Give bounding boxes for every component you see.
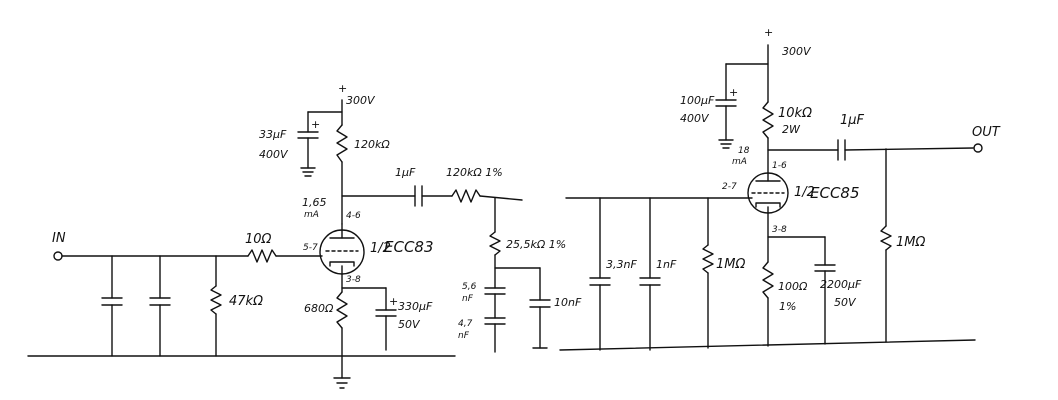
grid-stopper-label: 10Ω <box>245 232 272 247</box>
stage2-grid-resistor-label: 1MΩ <box>716 257 745 272</box>
stage2-grid-resistor <box>702 197 714 349</box>
input-terminal[interactable] <box>53 251 63 261</box>
network-series-resistor <box>451 189 523 203</box>
grid-stopper-resistor <box>247 249 323 263</box>
stage2-capacitor-d <box>589 197 611 351</box>
stage2-output-resistor-label: 1MΩ <box>896 235 925 250</box>
network-cap-b-value: 4,7 <box>458 319 473 329</box>
stage2-cathode-resistor-label: 100Ω <box>778 280 808 293</box>
network-shunt-resistor <box>489 197 501 289</box>
stage1-pins-plate: 4-6 <box>346 211 361 221</box>
stage1-cathode-capacitor <box>375 287 397 351</box>
network-cap-a-value: 5,6 <box>462 282 477 292</box>
stage1-cathode-cap-value: 330µF <box>398 300 433 313</box>
stage1-cathode-cap-plus: + <box>389 295 398 308</box>
stage2-plate-resistor-label: 10kΩ <box>778 106 812 121</box>
stage2-cathode-resistor-tol: 1% <box>779 300 796 313</box>
network-capacitor-c <box>494 267 551 349</box>
stage2-plate-current-unit: mA <box>732 157 747 167</box>
stage2-plate-cap-value: 100µF <box>680 94 715 107</box>
input-label: IN <box>52 231 66 246</box>
stage1-tube-half: 1/2 <box>370 241 391 256</box>
stage1-plate-capacitor <box>297 111 319 177</box>
network-cap-b-unit: nF <box>458 331 470 341</box>
stage2-cathode-capacitor <box>814 236 836 345</box>
stage1-cathode-resistor-label: 680Ω <box>304 302 334 315</box>
network-cap-a-unit: nF <box>462 294 474 304</box>
stage2-pins-plate: 1-6 <box>772 161 787 171</box>
stage2-b-plus-voltage: 300V <box>782 45 812 58</box>
stage1-plate-cap-value: 33µF <box>259 128 287 141</box>
stage2-tube-type: ECC85 <box>810 184 860 202</box>
stage2-plate-cap-voltage: 400V <box>680 112 710 125</box>
stage1-b-plus-voltage: 300V <box>346 94 376 107</box>
network-series-resistor-label: 120kΩ 1% <box>446 166 503 179</box>
stage2-cathode-cap-voltage: 50V <box>834 296 857 309</box>
stage2-cap-d-label: 3,3nF <box>606 258 637 271</box>
stage2-plate-resistor <box>762 44 774 139</box>
stage2-b-plus-sign: + <box>764 26 773 39</box>
stage1-pins-cathode: 3-8 <box>346 275 361 285</box>
stage1-plate-resistor <box>336 99 348 163</box>
stage2-output-cap-label: 1µF <box>840 113 865 128</box>
network-cap-c-label: 10nF <box>554 296 582 309</box>
stage2-tube-half: 1/2 <box>794 185 815 200</box>
stage1-b-plus-sign: + <box>338 82 347 95</box>
stage1-tube-type: ECC83 <box>384 238 434 256</box>
stage1-pin-grid: 5-7 <box>303 243 318 253</box>
network-coupling-capacitor <box>414 185 453 207</box>
stage2-cap-e-label: 1nF <box>656 258 677 271</box>
stage2-plate-cap-plus: + <box>729 86 738 99</box>
stage2-pin-grid: 2-7 <box>722 182 737 192</box>
stage2-plate-capacitor <box>715 63 737 149</box>
stage2-pins-cathode: 3-8 <box>772 225 787 235</box>
network-coupling-cap-label: 1µF <box>395 166 416 179</box>
stage1-plate-cap-voltage: 400V <box>259 148 289 161</box>
output-terminal[interactable] <box>973 143 983 153</box>
network-capacitor-a <box>484 287 506 319</box>
stage1-plate-resistor-label: 120kΩ <box>354 138 390 151</box>
stage1-plate-current: 1,65 <box>302 196 327 209</box>
stage2-cathode-cap-value: 2200µF <box>820 278 862 291</box>
input-capacitor-2 <box>149 255 171 357</box>
stage2-plate-resistor-power: 2W <box>782 123 801 136</box>
stage2-output-resistor <box>880 148 892 343</box>
stage2-plate-current: 18 <box>738 146 750 156</box>
stage2-output-capacitor <box>837 139 974 161</box>
input-resistor-label: 47kΩ <box>229 294 263 309</box>
input-resistor <box>210 255 222 357</box>
input-capacitor-1 <box>101 255 123 357</box>
network-shunt-resistor-label: 25,5kΩ 1% <box>506 238 566 251</box>
stage1-plate-current-unit: mA <box>304 210 319 220</box>
stage1-plate-cap-plus: + <box>311 118 320 131</box>
stage2-capacitor-e <box>639 197 661 351</box>
stage1-cathode-cap-voltage: 50V <box>398 318 421 331</box>
stage1-cathode-resistor <box>333 291 351 389</box>
network-capacitor-b <box>484 317 506 353</box>
stage2-cathode-resistor <box>762 261 774 347</box>
output-label: OUT <box>972 125 1001 140</box>
